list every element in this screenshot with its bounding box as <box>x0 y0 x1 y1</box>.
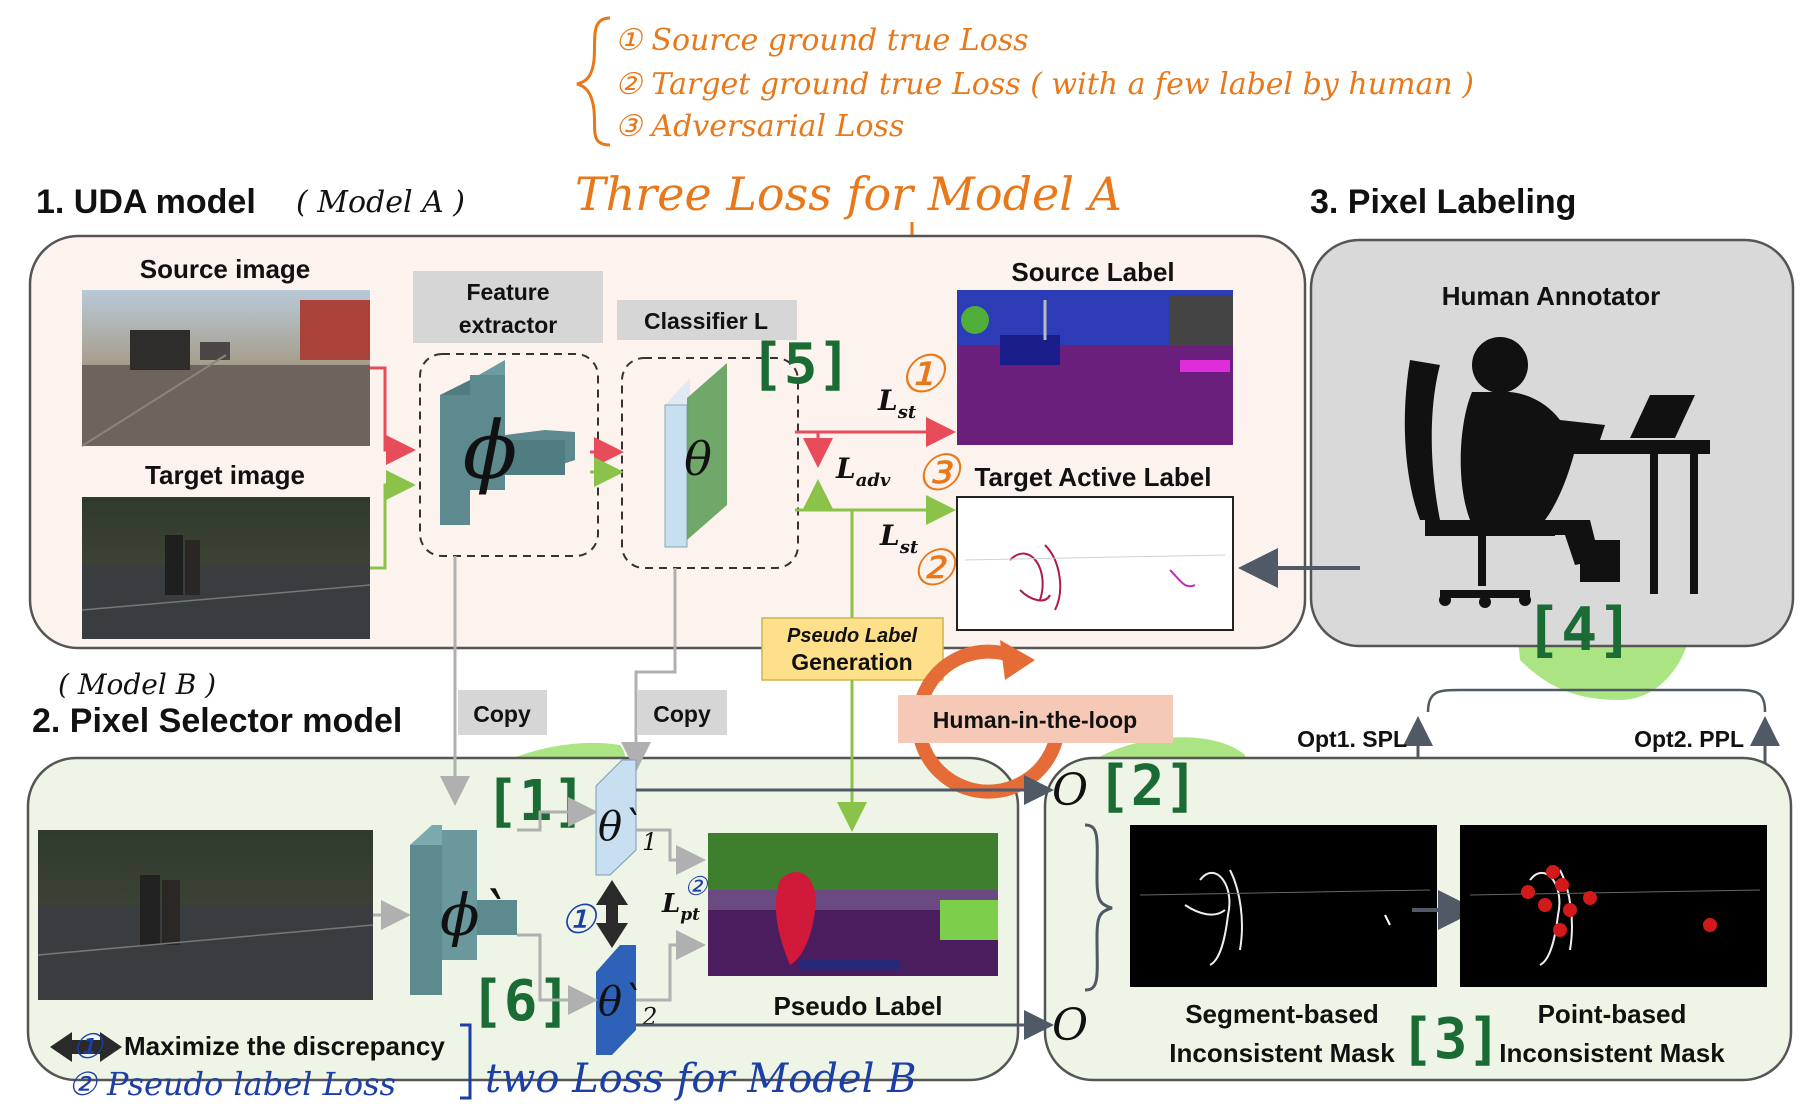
human-annotator-title: Human Annotator <box>1442 281 1661 311</box>
human-in-the-loop-icon <box>911 640 1066 799</box>
uda-arrows <box>370 366 956 625</box>
point-mask-caption-line1: Point-based <box>1538 999 1687 1029</box>
tag-2: [2] <box>1097 754 1198 819</box>
loss-item-3: ③ Adversarial Loss <box>615 109 904 144</box>
l-st-bottom: Lst <box>879 519 919 558</box>
pseudo-label-loss-annotation: ② Pseudo label Loss <box>68 1065 396 1103</box>
copy-arrows <box>440 556 677 806</box>
model-b-annotation: ( Model B ) <box>58 668 216 701</box>
copy-right-box <box>638 690 727 735</box>
tag-1: [1] <box>485 769 586 834</box>
feature-extractor-header <box>413 271 603 343</box>
point-mask-caption-line2: Inconsistent Mask <box>1499 1038 1725 1068</box>
theta1-symbol: θ`1 <box>598 804 657 856</box>
two-loss-annotation: two Loss for Model B <box>485 1056 916 1102</box>
loss-bracket <box>460 1023 472 1100</box>
human-in-the-loop-box <box>898 695 1173 743</box>
pseudo-gen-line1: Pseudo Label <box>787 625 917 647</box>
merge-brace <box>1084 823 1113 992</box>
feature-extractor-label-line1: Feature <box>466 279 549 305</box>
target-image-label: Target image <box>145 460 305 490</box>
double-arrow-legend-icon <box>50 1032 122 1062</box>
o-marker-top: O <box>1052 765 1088 816</box>
source-label-title: Source Label <box>1011 257 1174 287</box>
legend-circled-1: ① <box>72 1027 104 1067</box>
pseudo-label-caption: Pseudo Label <box>773 991 942 1021</box>
pseudo-label-image <box>708 833 998 976</box>
loss-list-annotation: ① Source ground true Loss ② Target groun… <box>575 16 1474 312</box>
target-active-label-title: Target Active Label <box>975 462 1212 492</box>
classifier-label: Classifier L <box>644 308 768 334</box>
tag-4: [4] <box>1525 595 1633 665</box>
uda-section-title: 1. UDA model <box>36 183 256 221</box>
pseudo-label-generation-box <box>761 617 944 681</box>
circled-3-annotation: ③ <box>915 444 962 502</box>
theta2-symbol: θ`2 <box>598 979 657 1031</box>
feature-extractor-block <box>440 360 575 525</box>
selector-arrows <box>517 775 1054 1040</box>
circled-2-annotation: ② <box>910 539 957 597</box>
copy-left-label: Copy <box>473 701 531 727</box>
pixel-selector-section-title: 2. Pixel Selector model <box>32 702 402 740</box>
maximize-discrepancy-label: Maximize the discrepancy <box>124 1031 445 1061</box>
target-active-label-image <box>956 496 1234 631</box>
tag-5: [5] <box>750 332 851 397</box>
tag-3: [3] <box>1400 1007 1501 1072</box>
model-a-annotation: ( Model A ) <box>296 185 465 220</box>
copy-left-box <box>458 690 547 735</box>
l-pt: Lpt <box>661 889 700 925</box>
loss-item-2: ② Target ground true Loss ( with a few l… <box>615 67 1474 102</box>
segment-mask-image <box>1130 825 1437 987</box>
l-adv: Ladv <box>835 452 891 491</box>
pixel-labeling-section-title: 3. Pixel Labeling <box>1310 183 1576 221</box>
opt2-label: Opt2. PPL <box>1634 726 1744 752</box>
classifier-header <box>617 300 797 340</box>
point-mask-image <box>1460 825 1767 987</box>
classifier-1-block <box>595 759 637 876</box>
phi-symbol: ϕ <box>463 404 518 497</box>
loss-item-1: ① Source ground true Loss <box>615 23 1029 58</box>
l-st-top: Lst <box>877 384 917 423</box>
source-image-label: Source image <box>140 254 311 284</box>
human-annotator-icon <box>1404 337 1710 608</box>
opt1-label: Opt1. SPL <box>1297 726 1407 752</box>
theta-symbol: θ <box>684 432 712 486</box>
classifier-2-block <box>596 945 636 1055</box>
o-marker-bottom: O <box>1052 1000 1088 1051</box>
source-image <box>81 290 370 447</box>
bidirectional-arrow-icon <box>596 880 628 948</box>
selector-target-image <box>37 830 374 1000</box>
three-loss-annotation: Three Loss for Model A <box>575 167 1122 221</box>
segment-mask-caption-line1: Segment-based <box>1185 999 1379 1029</box>
segment-mask-caption-line2: Inconsistent Mask <box>1169 1038 1395 1068</box>
human-in-the-loop-label: Human-in-the-loop <box>933 707 1137 733</box>
pseudo-gen-line2: Generation <box>791 649 912 675</box>
copy-right-label: Copy <box>653 701 711 727</box>
circled-2-b-annotation: ② <box>684 872 709 902</box>
source-label-image <box>957 290 1233 445</box>
feature-extractor-label-line2: extractor <box>459 312 557 338</box>
circled-1-b-annotation: ① <box>560 897 598 943</box>
circled-1-annotation: ① <box>898 345 947 405</box>
target-image <box>81 497 371 639</box>
phi-prime-symbol: ϕ` <box>440 881 509 949</box>
classifier-block <box>664 363 727 548</box>
selector-feature-extractor-block <box>410 825 517 995</box>
feature-extractor-box <box>419 353 599 557</box>
